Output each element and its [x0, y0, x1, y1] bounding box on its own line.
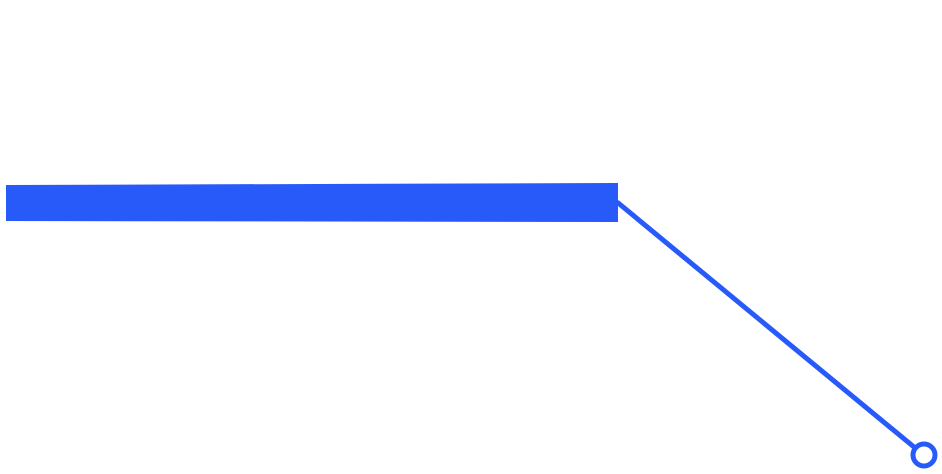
diagonal-leader-line — [615, 200, 916, 449]
endpoint-circle-icon — [910, 441, 938, 469]
horizontal-bar — [6, 183, 618, 222]
